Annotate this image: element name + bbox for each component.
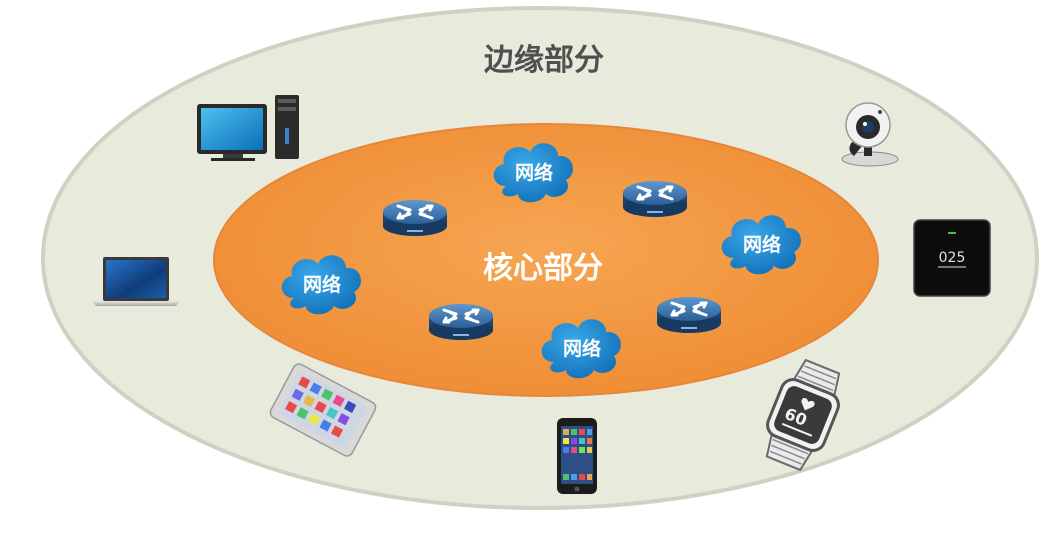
router-icon xyxy=(621,179,689,219)
cloud-label: 网络 xyxy=(563,337,601,360)
desktop-computer-icon xyxy=(197,95,299,161)
edge-label: 边缘部分 xyxy=(484,43,604,78)
cloud-label: 网络 xyxy=(515,161,553,184)
router-icon xyxy=(381,198,449,238)
laptop-icon xyxy=(92,257,180,306)
core-label: 核心部分 xyxy=(483,251,603,286)
router-icon xyxy=(655,295,723,335)
air-monitor-icon: 025 xyxy=(913,219,991,297)
cloud-label: 网络 xyxy=(303,273,341,296)
network-cloud: 网络 xyxy=(493,143,573,203)
tablet-icon xyxy=(269,363,377,457)
cloud-label: 网络 xyxy=(743,233,781,256)
network-cloud: 网络 xyxy=(721,215,801,275)
webcam-icon xyxy=(841,102,899,167)
smartphone-icon xyxy=(557,418,597,494)
monitor-display-value: 025 xyxy=(939,250,966,266)
smartwatch-icon: 60 xyxy=(765,358,841,472)
router-icon xyxy=(427,302,495,342)
network-cloud: 网络 xyxy=(541,319,621,379)
network-cloud: 网络 xyxy=(281,255,361,315)
